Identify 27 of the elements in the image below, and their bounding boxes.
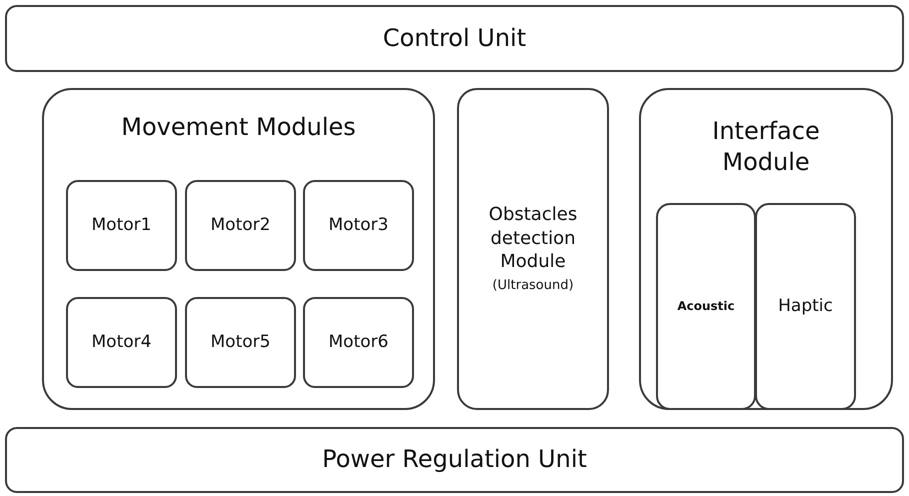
motor-box <box>66 180 177 271</box>
submodule-box <box>755 203 856 410</box>
motor-label: Motor1 <box>92 214 152 237</box>
unit-label: Control Unit <box>382 22 526 54</box>
unit-box <box>5 427 904 493</box>
submodule-label: Acoustic <box>677 298 735 314</box>
unit-box <box>5 5 904 72</box>
motor-label: Motor6 <box>328 331 388 354</box>
submodule-box <box>656 203 756 410</box>
motor-label: Motor5 <box>210 331 270 354</box>
motor-label: Motor2 <box>210 214 270 237</box>
motor-box <box>303 297 414 388</box>
module-panel <box>457 88 609 410</box>
module-panel <box>42 88 435 410</box>
motor-label: Motor3 <box>328 214 388 237</box>
motor-box <box>66 297 177 388</box>
sensor-note: (Ultrasound) <box>492 278 574 295</box>
module-title: Obstacles detection Module <box>488 203 578 274</box>
unit-label: Power Regulation Unit <box>322 444 587 476</box>
motor-box <box>185 297 296 388</box>
motor-box <box>185 180 296 271</box>
motor-box <box>303 180 414 271</box>
submodule-label: Haptic <box>778 295 833 318</box>
motor-label: Motor4 <box>92 331 152 354</box>
module-panel <box>639 88 893 410</box>
module-title: Interface Module <box>711 116 821 178</box>
module-title: Movement Modules <box>121 112 356 143</box>
